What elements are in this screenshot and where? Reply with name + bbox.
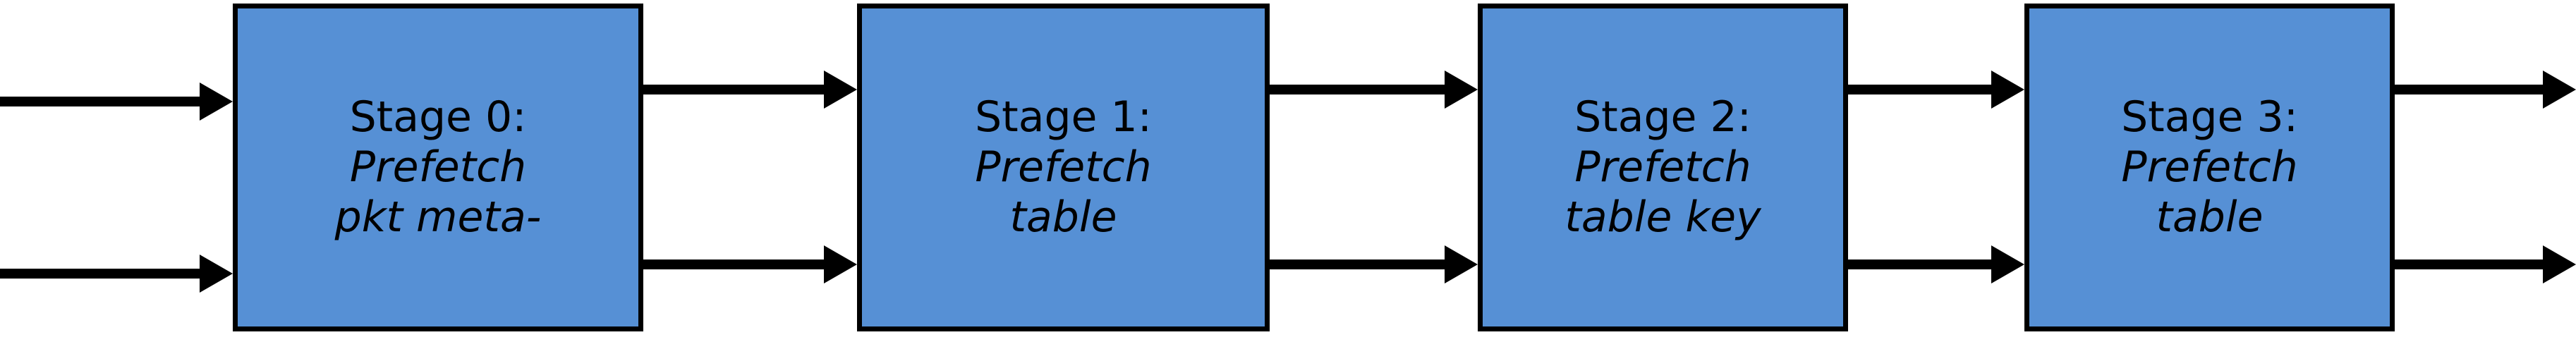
arrow-head-icon [1991, 71, 2024, 109]
arrow-shaft-icon [2395, 259, 2546, 269]
arrow-shaft-icon [0, 97, 202, 106]
arrow-shaft-icon [2395, 85, 2546, 94]
stage-1-desc-line-2: table [1009, 192, 1117, 242]
stage-box-0[interactable]: Stage 0: Prefetch pkt meta- [233, 4, 643, 331]
arrow-shaft-icon [1848, 259, 1994, 269]
arrow-head-icon [824, 245, 857, 283]
stage-2-desc-line-2: table key [1565, 192, 1761, 242]
stage-box-3[interactable]: Stage 3: Prefetch table [2024, 4, 2395, 331]
stage-box-1[interactable]: Stage 1: Prefetch table [857, 4, 1270, 331]
arrow-shaft-icon [1848, 85, 1994, 94]
stage-3-desc-line-1: Prefetch [2121, 142, 2298, 193]
arrow-shaft-icon [1270, 85, 1447, 94]
arrow-head-icon [1445, 71, 1478, 109]
arrow-head-icon [2543, 245, 2576, 283]
arrow-head-icon [200, 83, 233, 121]
stage-0-desc-line-1: Prefetch [349, 142, 527, 193]
arrow-shaft-icon [1270, 259, 1447, 269]
stage-1-title: Stage 1: [975, 92, 1152, 142]
arrow-head-icon [1445, 245, 1478, 283]
stage-box-2[interactable]: Stage 2: Prefetch table key [1478, 4, 1848, 331]
arrow-shaft-icon [0, 269, 202, 279]
stage-0-title: Stage 0: [349, 92, 527, 142]
arrow-head-icon [2543, 71, 2576, 109]
arrow-head-icon [1991, 245, 2024, 283]
stage-2-desc-line-1: Prefetch [1574, 142, 1751, 193]
stage-2-title: Stage 2: [1574, 92, 1751, 142]
arrow-head-icon [824, 71, 857, 109]
arrow-shaft-icon [643, 259, 827, 269]
arrow-head-icon [200, 255, 233, 293]
arrow-shaft-icon [643, 85, 827, 94]
stage-3-title: Stage 3: [2121, 92, 2298, 142]
stage-0-desc-line-2: pkt meta- [334, 192, 542, 242]
stage-1-desc-line-1: Prefetch [975, 142, 1152, 193]
stage-3-desc-line-2: table [2156, 192, 2264, 242]
